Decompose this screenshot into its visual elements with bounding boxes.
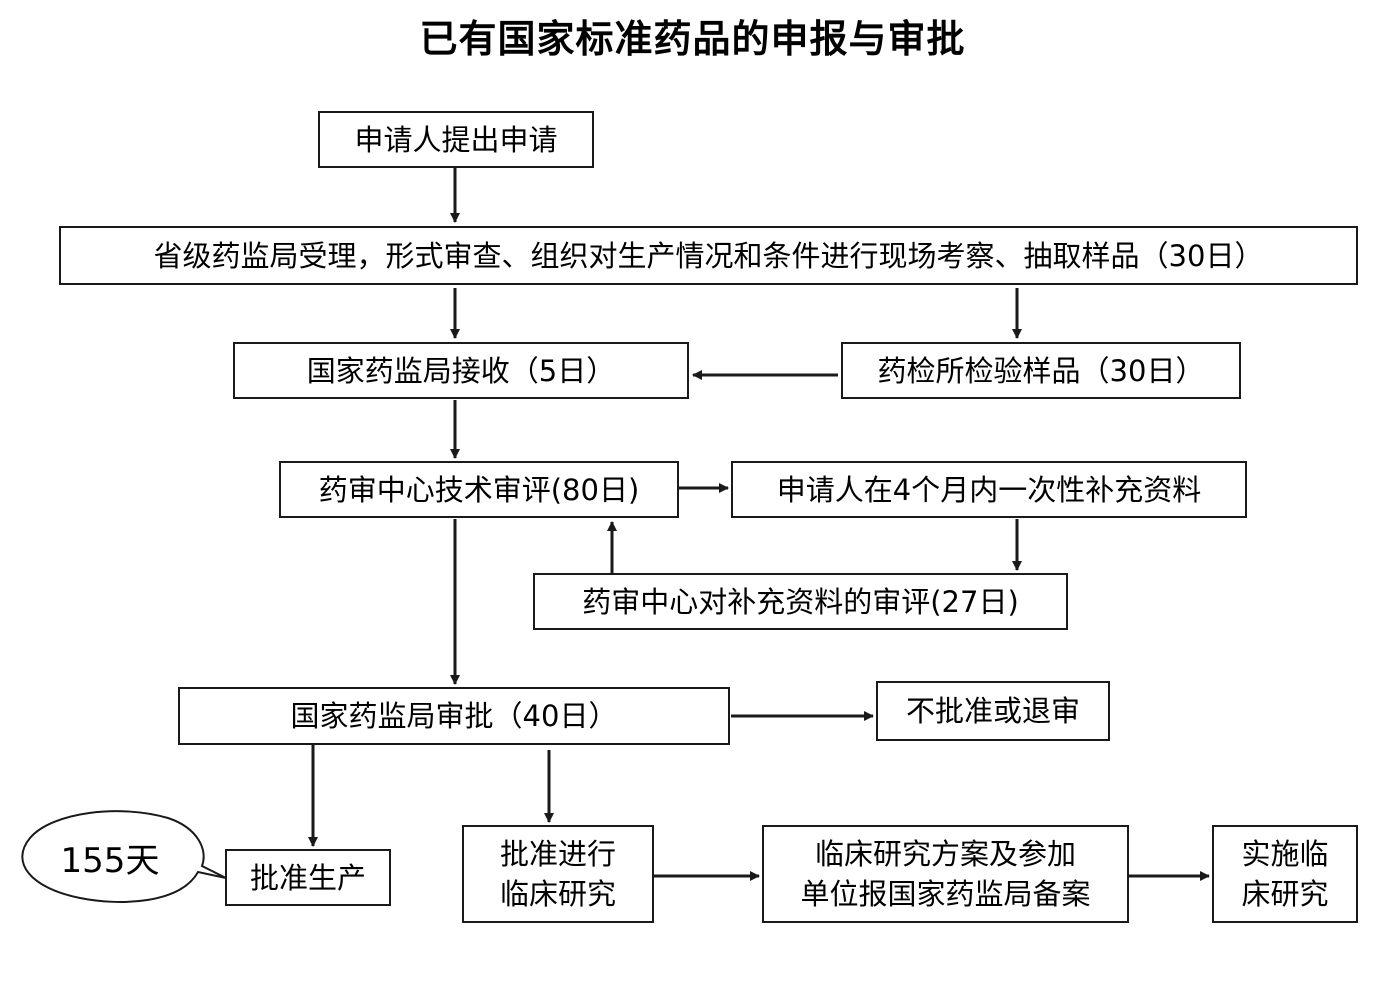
implement-label-line1: 实施临 [1241, 837, 1329, 871]
approve-production-label: 批准生产 [249, 860, 366, 895]
supplement-review-box: 药审中心对补充资料的审评(27日) [533, 573, 1068, 630]
tech-review-box: 药审中心技术审评(80日) [279, 461, 679, 518]
page-title: 已有国家标准药品的申报与审批 [419, 17, 966, 61]
approve-production-box: 批准生产 [225, 849, 391, 906]
sfda-approve-label: 国家药监局审批（40日） [290, 699, 618, 733]
reject-box: 不批准或退审 [876, 681, 1110, 741]
lab-test-box: 药检所检验样品（30日） [841, 342, 1241, 399]
plan-box: 临床研究方案及参加 单位报国家药监局备案 [762, 825, 1129, 923]
apply-label: 申请人提出申请 [354, 122, 558, 157]
provincial-box: 省级药监局受理，形式审查、组织对生产情况和条件进行现场考察、抽取样品（30日） [59, 226, 1358, 285]
sfda-approve-box: 国家药监局审批（40日） [178, 687, 730, 745]
provincial-label: 省级药监局受理，形式审查、组织对生产情况和条件进行现场考察、抽取样品（30日） [153, 238, 1264, 273]
reject-label: 不批准或退审 [905, 694, 1080, 728]
implement-box: 实施临 床研究 [1212, 825, 1358, 923]
plan-label-line2: 单位报国家药监局备案 [800, 877, 1091, 911]
tech-review-label: 药审中心技术审评(80日) [318, 472, 640, 507]
implement-label-line2: 床研究 [1241, 877, 1329, 911]
lab-test-label: 药检所检验样品（30日） [877, 353, 1205, 388]
sfda-receive-box: 国家药监局接收（5日） [233, 342, 689, 399]
clinical-box: 批准进行 临床研究 [462, 825, 654, 923]
sfda-receive-label: 国家药监局接收（5日） [306, 353, 616, 388]
callout-bubble [21, 810, 227, 903]
supplement-label: 申请人在4个月内一次性补充资料 [776, 472, 1202, 507]
supplement-box: 申请人在4个月内一次性补充资料 [731, 461, 1247, 518]
callout-text: 155天 [60, 841, 160, 881]
clinical-label-line2: 临床研究 [499, 877, 616, 911]
apply-box: 申请人提出申请 [318, 111, 594, 168]
supplement-review-label: 药审中心对补充资料的审评(27日) [582, 584, 1019, 619]
plan-label-line1: 临床研究方案及参加 [814, 837, 1076, 871]
clinical-label-line1: 批准进行 [499, 837, 616, 871]
